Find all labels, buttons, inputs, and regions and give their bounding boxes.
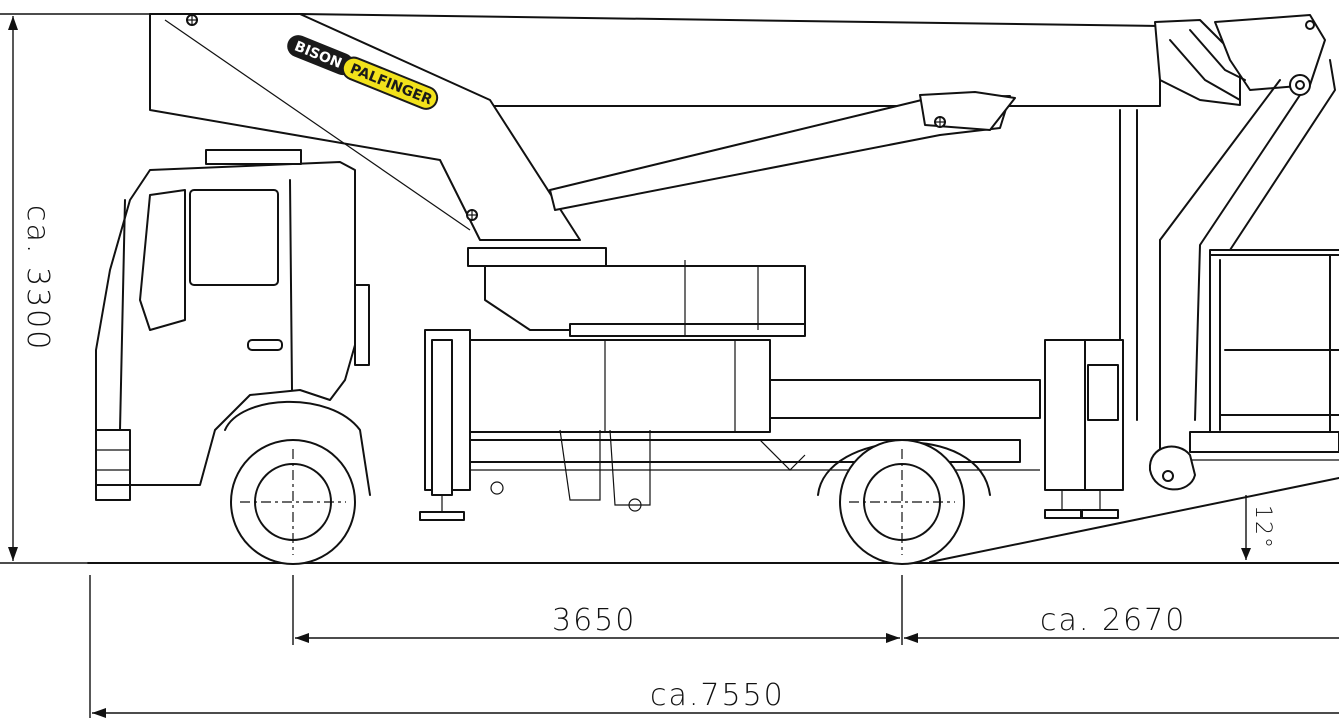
rear-overhang-label: ca. 2670 — [1040, 603, 1186, 638]
front-wheel — [230, 439, 356, 565]
turntable — [467, 247, 806, 337]
rear-outrigger — [1044, 339, 1124, 519]
total-length-label: ca.7550 — [650, 678, 785, 713]
work-basket — [1148, 249, 1339, 491]
truck-cab — [95, 149, 371, 501]
height-dimension — [0, 13, 150, 564]
front-outrigger — [419, 329, 471, 521]
wheelbase-label: 3650 — [552, 603, 636, 638]
departure-angle-line — [929, 477, 1339, 563]
rear-wheel — [817, 439, 991, 565]
length-dimensions — [89, 575, 1339, 718]
angle-label: 12° — [1250, 505, 1275, 550]
height-label: ca. 3300 — [20, 205, 55, 351]
boom-assembly — [149, 13, 1336, 471]
